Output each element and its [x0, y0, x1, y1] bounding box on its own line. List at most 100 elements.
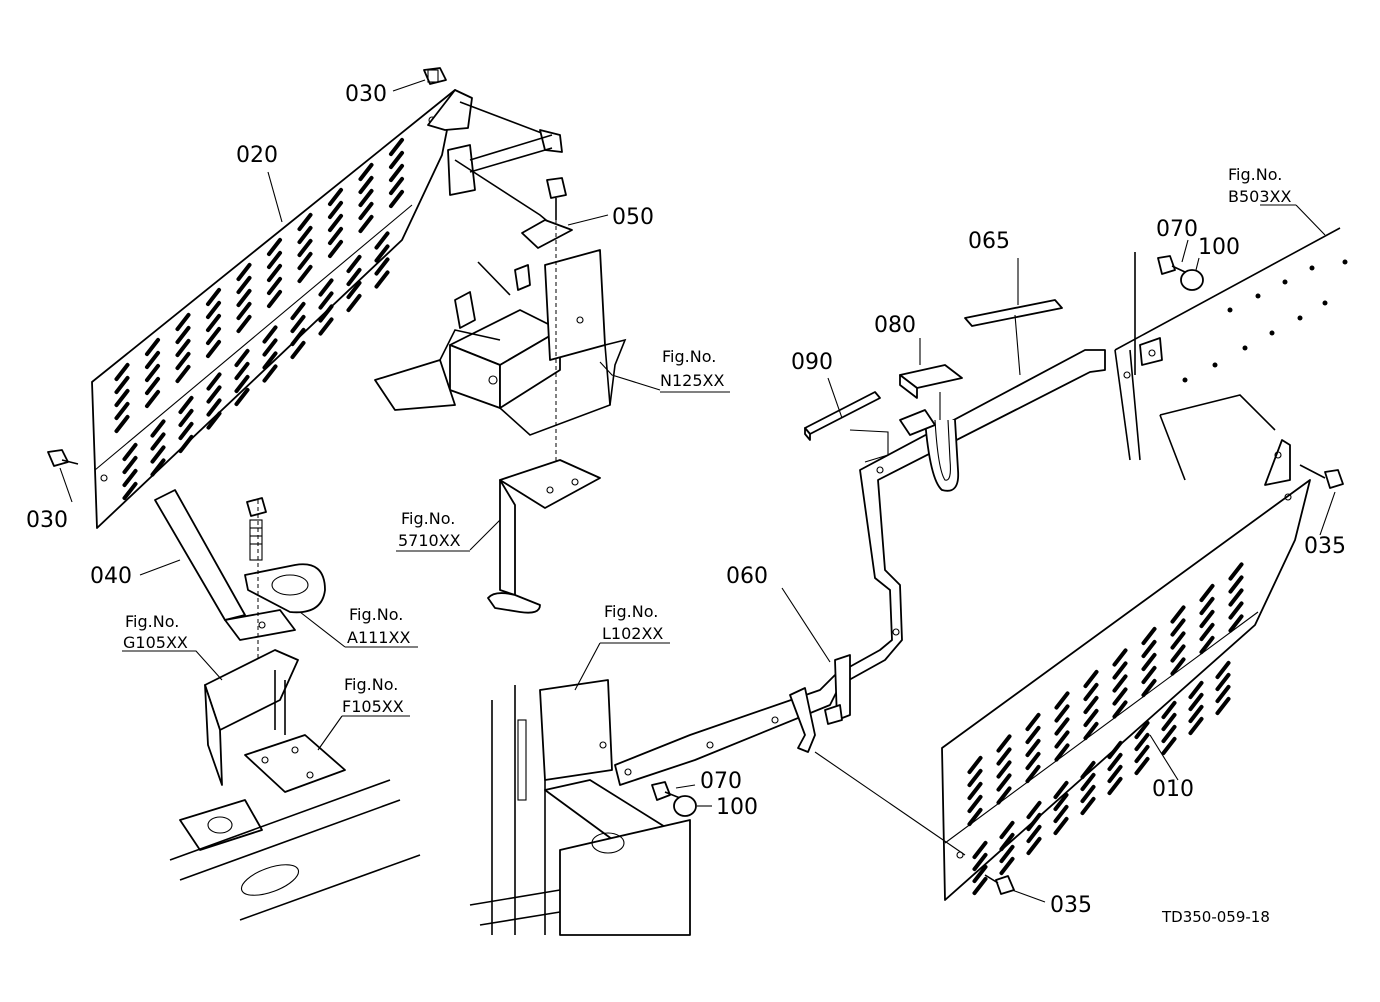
grille-slot	[1188, 692, 1204, 712]
grille-slot	[1170, 618, 1186, 637]
grille-slot	[1188, 716, 1204, 736]
grille-slot	[297, 264, 313, 284]
grille-slot	[1080, 772, 1096, 792]
l102-frame	[469, 679, 691, 936]
mounting-hole	[1297, 315, 1303, 321]
grille-slot	[318, 278, 334, 297]
grille-slot	[1199, 622, 1215, 642]
grille-slot	[374, 270, 390, 289]
clamp-bracket	[244, 497, 326, 700]
grille-slot	[1025, 725, 1041, 745]
fig-ref-b503-line1: Fig.No.	[1228, 165, 1282, 184]
callout-050: 050	[612, 205, 654, 230]
cap-100-bottom	[673, 795, 697, 817]
grille-slot	[1141, 652, 1157, 672]
grille-slot	[1083, 721, 1099, 741]
grille-slot	[266, 289, 283, 309]
grille-slot	[1053, 792, 1069, 812]
grille-slot	[388, 189, 405, 209]
grille-slot	[1170, 644, 1186, 663]
grille-slot	[175, 325, 191, 345]
pad-080	[899, 364, 963, 420]
grille-slot	[205, 326, 222, 346]
grille-slot	[1107, 740, 1123, 760]
grille-slot	[1054, 691, 1070, 710]
callout-040: 040	[90, 564, 132, 589]
grille-slot	[1026, 812, 1042, 832]
bolt-070-top	[1157, 255, 1186, 275]
grille-slot	[318, 304, 334, 323]
mounting-hole	[1212, 362, 1218, 368]
grille-slot	[205, 300, 222, 320]
pad-090	[804, 391, 889, 463]
fig-ref-l102-line1: Fig.No.	[604, 602, 658, 621]
fig-ref-l102-line2: L102XX	[602, 624, 663, 643]
fig-ref-g105-line1: Fig.No.	[125, 612, 179, 631]
grille-panel-right	[941, 439, 1311, 901]
grille-slot	[206, 398, 222, 417]
mounting-hole	[1342, 259, 1348, 265]
grille-slot	[1083, 682, 1099, 702]
grille-slot	[114, 401, 130, 421]
callout-030-top: 030	[345, 82, 387, 107]
grille-slot	[346, 267, 362, 287]
grille-slot	[1112, 648, 1128, 667]
callout-labels: 030 020 030 040 050 065 070 100 080 090 …	[26, 82, 1346, 918]
f105-plate	[244, 680, 346, 793]
grille-slot	[358, 201, 374, 221]
grille-slot	[1112, 700, 1128, 719]
grille-slot	[996, 734, 1012, 753]
grille-slot	[206, 411, 222, 430]
mounting-hole	[1282, 279, 1288, 285]
grille-slot	[1025, 751, 1041, 771]
callout-020: 020	[236, 143, 278, 168]
grille-slot	[175, 312, 191, 332]
callout-070-bottom: 070	[700, 769, 742, 794]
grille-slot	[996, 786, 1012, 805]
grille-slot	[1161, 736, 1177, 756]
grille-slot	[388, 163, 405, 183]
grille-slot	[327, 239, 344, 259]
grille-slot	[358, 188, 374, 208]
grille-slot	[1107, 752, 1123, 772]
grille-slot	[290, 340, 306, 360]
grille-slot	[972, 864, 988, 884]
g105-bracket	[204, 649, 299, 786]
grille-slots-right	[967, 562, 1244, 896]
grille-slot	[1215, 660, 1231, 680]
grille-slot	[358, 175, 374, 195]
grille-slot	[1199, 635, 1215, 655]
grille-slot	[266, 263, 283, 283]
grille-slot	[1188, 680, 1204, 700]
bolt-035-right	[1299, 464, 1344, 489]
grille-slot	[262, 338, 278, 357]
frame-bottom-left	[169, 779, 421, 921]
grille-slot	[262, 364, 278, 383]
grille-slot	[150, 419, 166, 438]
b503-holes	[1182, 259, 1348, 383]
grille-slot	[1228, 614, 1244, 633]
grille-slot	[236, 314, 252, 334]
bolt-035-bottom	[984, 874, 1015, 895]
grille-slot	[1141, 665, 1157, 685]
grille-slot	[972, 852, 988, 872]
grille-slot	[297, 212, 313, 232]
callout-010: 010	[1152, 777, 1194, 802]
grille-slot	[1188, 704, 1204, 724]
grille-slot	[1053, 804, 1069, 824]
grille-slot	[1134, 720, 1150, 740]
grille-panel-left	[91, 89, 456, 529]
grille-slot	[234, 387, 250, 407]
grille-slot	[1053, 816, 1069, 836]
grille-slot	[967, 807, 983, 827]
grille-slot	[999, 856, 1015, 876]
bolt-030-left	[47, 449, 79, 467]
grille-slot	[236, 288, 252, 308]
callout-070-top: 070	[1156, 217, 1198, 242]
grille-slot	[358, 214, 374, 234]
grille-slot	[1215, 672, 1231, 692]
grille-slot	[967, 768, 983, 788]
grille-slot	[1054, 704, 1070, 723]
grille-slot	[327, 200, 344, 220]
